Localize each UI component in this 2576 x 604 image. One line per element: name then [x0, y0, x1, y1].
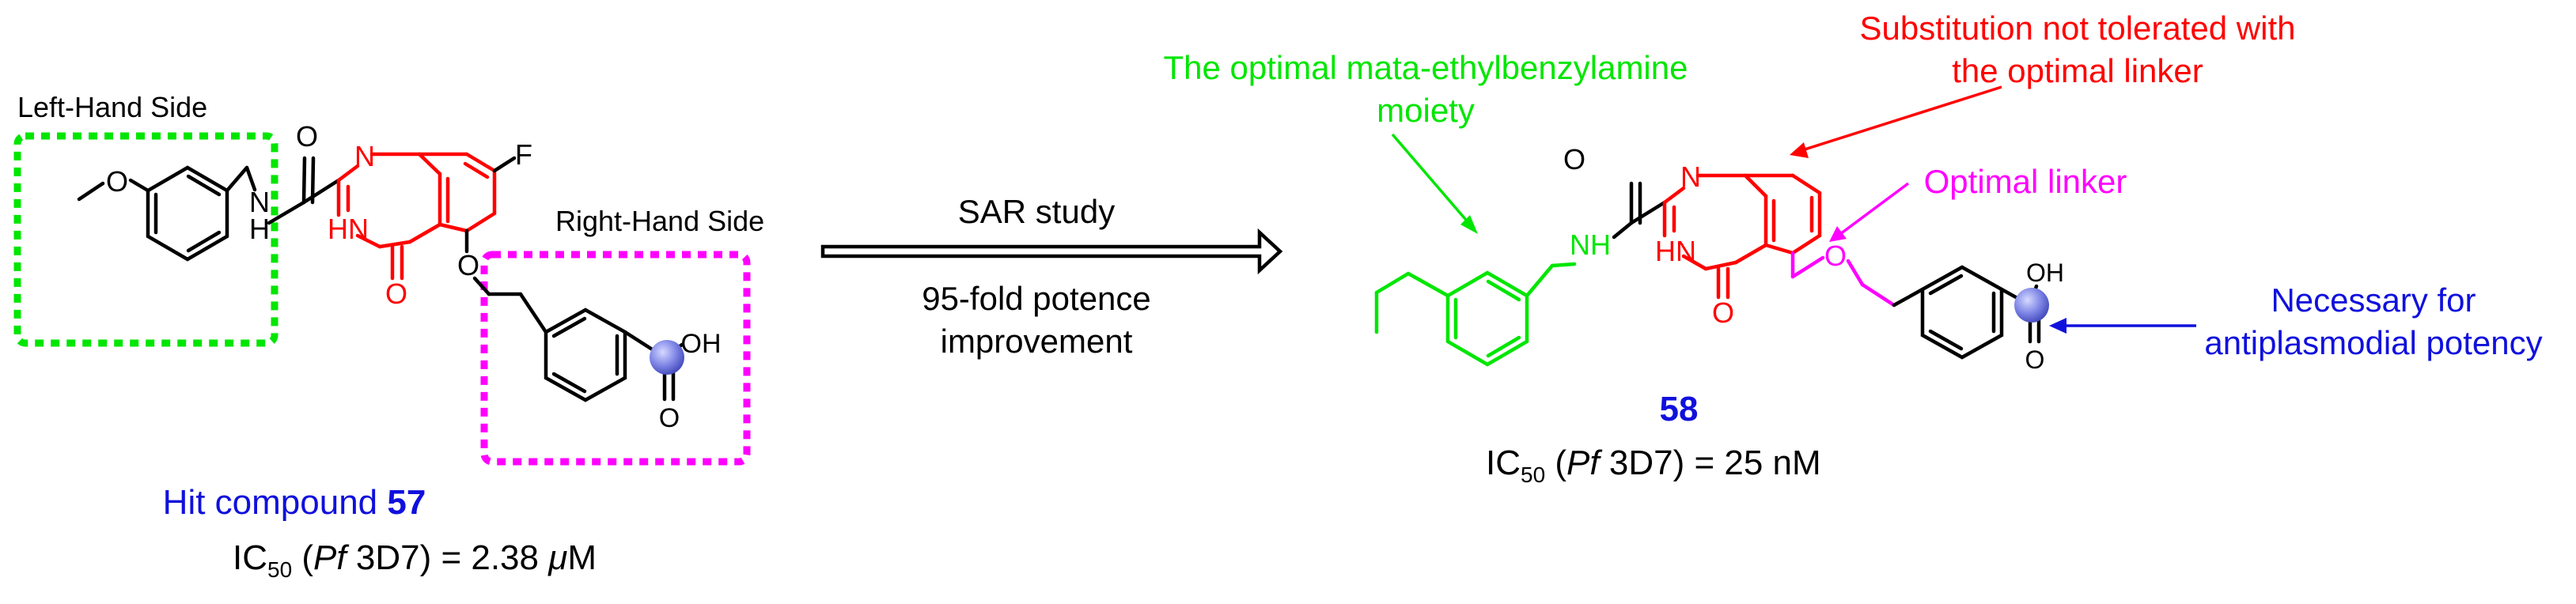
- compound58-ic50-value: IC50 (Pf 3D7) = 25 nM: [1486, 444, 1821, 487]
- compound58-amide-o-label: O: [1563, 143, 1585, 176]
- left-hand-side-dashed-box: [13, 132, 278, 347]
- quinazolinone-core: [336, 152, 497, 281]
- blue-arrowhead: [2049, 318, 2066, 334]
- compound58-core-n-label: N: [1680, 160, 1701, 193]
- red-annotation-arrow: [1801, 85, 2002, 152]
- carboxyl-o-label: O: [659, 403, 680, 433]
- improvement-label-line2: improvement: [941, 323, 1133, 360]
- amide-n-label: N: [249, 186, 270, 218]
- compound58-number: 58: [1660, 390, 1699, 428]
- core-nh-label: HN: [328, 213, 369, 245]
- compound-58-structure: NH O N: [1374, 143, 2064, 374]
- green-note-line1: The optimal mata-ethylbenzylamine: [1164, 49, 1688, 86]
- core-carbonyl-o-label: O: [385, 277, 407, 310]
- green-arrowhead: [1460, 215, 1478, 234]
- ether-oxygen-label: O: [457, 249, 479, 281]
- annotation-arrows: [1391, 85, 2196, 334]
- compound58-nh-label: NH: [1570, 228, 1611, 261]
- magenta-arrowhead: [1829, 226, 1847, 242]
- carboxyl-carbon-sphere-57: [650, 340, 684, 375]
- compound58-core-hn-label: HN: [1655, 235, 1696, 267]
- magenta-note: Optimal linker: [1924, 163, 2127, 200]
- methoxybenzyl-group: [77, 156, 341, 262]
- core-n1-label: N: [354, 140, 375, 172]
- improvement-label-line1: 95-fold potence: [922, 280, 1151, 317]
- right-hand-side-label: Right-Hand Side: [555, 205, 764, 237]
- ethylbenzylamine-moiety: [1374, 262, 1577, 367]
- compound58-linker: [1790, 251, 1896, 308]
- compound58-core-o-label: O: [1712, 296, 1734, 329]
- fluorine-label: F: [515, 138, 532, 171]
- hit-compound-57-structure: O N H O N HN O: [13, 120, 751, 466]
- compound58-amide: [1612, 181, 1667, 240]
- hit-ic50-value: IC50 (Pf 3D7) = 2.38 μM: [233, 538, 597, 582]
- red-arrowhead: [1790, 142, 1809, 158]
- blue-note-line1: Necessary for: [2271, 281, 2476, 319]
- red-note-line1: Substitution not tolerated with: [1859, 9, 2295, 47]
- compound58-linker-o-label: O: [1824, 240, 1847, 272]
- hit-compound-caption: Hit compound 57: [163, 483, 426, 522]
- sar-study-label: SAR study: [958, 193, 1115, 230]
- red-note-line2: the optimal linker: [1952, 52, 2203, 89]
- green-annotation-arrow: [1391, 133, 1472, 226]
- compound58-oh-label: OH: [2026, 259, 2064, 287]
- compound58-quinazolinone-core: [1662, 173, 1822, 300]
- sar-transformation-arrow: [820, 228, 1283, 275]
- right-hand-side-dashed-box: [480, 251, 751, 466]
- carbonyl-oxygen-label: O: [296, 120, 318, 153]
- left-hand-side-label: Left-Hand Side: [17, 91, 207, 123]
- methoxy-oxygen-label: O: [106, 165, 128, 198]
- carboxyl-oh-label: OH: [681, 329, 722, 359]
- compound58-carboxyl-o-label: O: [2025, 345, 2045, 374]
- magenta-annotation-arrow: [1839, 182, 1910, 236]
- amide-h-label: H: [249, 213, 270, 245]
- blue-note-line2: antiplasmodial potency: [2204, 324, 2542, 361]
- right-hand-substituents: [464, 156, 684, 402]
- green-note-line2: moiety: [1377, 92, 1475, 129]
- carboxyl-carbon-sphere-58: [2014, 288, 2049, 323]
